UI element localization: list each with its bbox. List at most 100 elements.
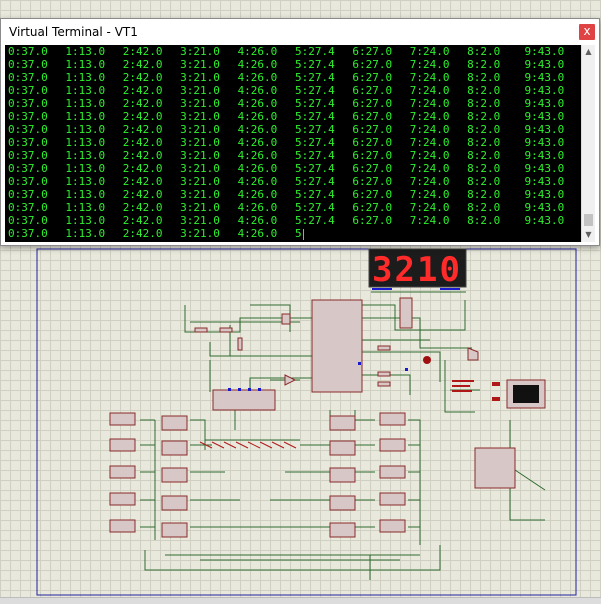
terminal-cell: 9:43.0 [524,97,565,110]
terminal-cell: 3:21.0 [180,214,220,227]
terminal-cell: 7:24.0 [409,136,450,149]
terminal-cell: 0:37.0 [8,110,48,123]
circuit-wires [140,300,546,580]
terminal-cell: 2:42.0 [122,58,163,71]
terminal-cell: 3:21.0 [180,136,220,149]
terminal-cell: 3:21.0 [180,97,220,110]
terminal-cell: 2:42.0 [122,97,163,110]
terminal-cell: 7:24.0 [409,123,450,136]
terminal-cell: 5:27.4 [294,123,335,136]
seven-segment-display[interactable]: 3210 [368,248,467,293]
rtc-chip[interactable] [474,447,516,489]
text-cursor [302,228,304,240]
switch-group-right[interactable] [329,412,406,538]
terminal-cell: 1:13.0 [65,58,106,71]
terminal-cell: 8:2.0 [467,175,501,188]
terminal-cell: 5:27.4 [294,149,335,162]
terminal-cell: 8:2.0 [467,188,501,201]
close-button[interactable]: x [579,24,595,40]
terminal-cell: 1:13.0 [65,45,106,58]
terminal-cell: 1:13.0 [65,214,106,227]
terminal-cell: 0:37.0 [8,71,48,84]
terminal-cell: 0:37.0 [8,97,48,110]
terminal-cell: 6:27.0 [352,84,393,97]
terminal-cell: 0:37.0 [8,214,48,227]
terminal-output[interactable]: 0:37.0 1:13.0 2:42.0 3:21.0 4:26.0 5:27.4 6:27… [5,45,583,242]
scroll-up-arrow-icon[interactable]: ▲ [585,47,592,56]
terminal-cell: 4:26.0 [237,188,278,201]
microcontroller-chip[interactable] [311,299,363,393]
terminal-cell: 4:26.0 [237,201,278,214]
terminal-cell: 6:27.0 [352,110,393,123]
terminal-cell: 4:26.0 [237,227,278,240]
shift-register-chip[interactable] [212,389,276,411]
header-connector[interactable] [399,297,413,329]
terminal-cell: 0:37.0 [8,84,48,97]
terminal-cell: 2:42.0 [122,45,163,58]
terminal-cell: 5:27.4 [294,175,335,188]
terminal-cell: 3:21.0 [180,149,220,162]
terminal-cell: 4:26.0 [237,175,278,188]
terminal-cell: 4:26.0 [237,162,278,175]
terminal-scrollbar[interactable]: ▲ ▼ [581,45,595,242]
terminal-cell: 3:21.0 [180,84,220,97]
scroll-thumb[interactable] [584,214,593,226]
terminal-cell: 0:37.0 [8,162,48,175]
terminal-cell: 9:43.0 [524,58,565,71]
window-titlebar[interactable]: Virtual Terminal - VT1 x [1,19,599,45]
terminal-cell: 0:37.0 [8,149,48,162]
terminal-cell: 0:37.0 [8,188,48,201]
terminal-cell: 9:43.0 [524,136,565,149]
terminal-cell: 9:43.0 [524,71,565,84]
terminal-cell: 3:21.0 [180,175,220,188]
terminal-cell: 8:2.0 [467,136,501,149]
terminal-cell: 7:24.0 [409,97,450,110]
terminal-cell: 7:24.0 [409,58,450,71]
terminal-cell: 8:2.0 [467,149,501,162]
terminal-cell: 5 [294,227,304,240]
virtual-instrument[interactable] [492,379,546,409]
terminal-cell: 3:21.0 [180,201,220,214]
terminal-cell: 7:24.0 [409,110,450,123]
terminal-cell: 1:13.0 [65,162,106,175]
terminal-cell: 7:24.0 [409,71,450,84]
terminal-cell: 7:24.0 [409,149,450,162]
terminal-cell: 9:43.0 [524,188,565,201]
close-icon: x [583,24,591,38]
terminal-cell: 1:13.0 [65,110,106,123]
terminal-cell: 3:21.0 [180,71,220,84]
terminal-cell: 5:27.4 [294,188,335,201]
terminal-cell: 6:27.0 [352,97,393,110]
terminal-cell: 0:37.0 [8,227,48,240]
terminal-cell: 9:43.0 [524,149,565,162]
terminal-cell: 9:43.0 [524,214,565,227]
terminal-cell: 2:42.0 [122,201,163,214]
terminal-cell: 6:27.0 [352,188,393,201]
red-pin-labels [452,380,474,392]
terminal-cell: 4:26.0 [237,71,278,84]
terminal-cell: 7:24.0 [409,162,450,175]
terminal-cell: 1:13.0 [65,201,106,214]
virtual-terminal-window[interactable]: Virtual Terminal - VT1 x 0:37.0 1:13.0 2:4… [0,18,600,246]
terminal-cell: 5:27.4 [294,58,335,71]
scroll-down-arrow-icon[interactable]: ▼ [585,230,592,239]
terminal-cell: 0:37.0 [8,45,48,58]
terminal-cell: 5:27.4 [294,84,335,97]
switch-group-left[interactable] [109,412,188,538]
terminal-cell: 2:42.0 [122,71,163,84]
terminal-cell: 1:13.0 [65,136,106,149]
terminal-cell: 1:13.0 [65,84,106,97]
terminal-cell: 0:37.0 [8,175,48,188]
terminal-cell: 4:26.0 [237,58,278,71]
terminal-cell: 6:27.0 [352,201,393,214]
